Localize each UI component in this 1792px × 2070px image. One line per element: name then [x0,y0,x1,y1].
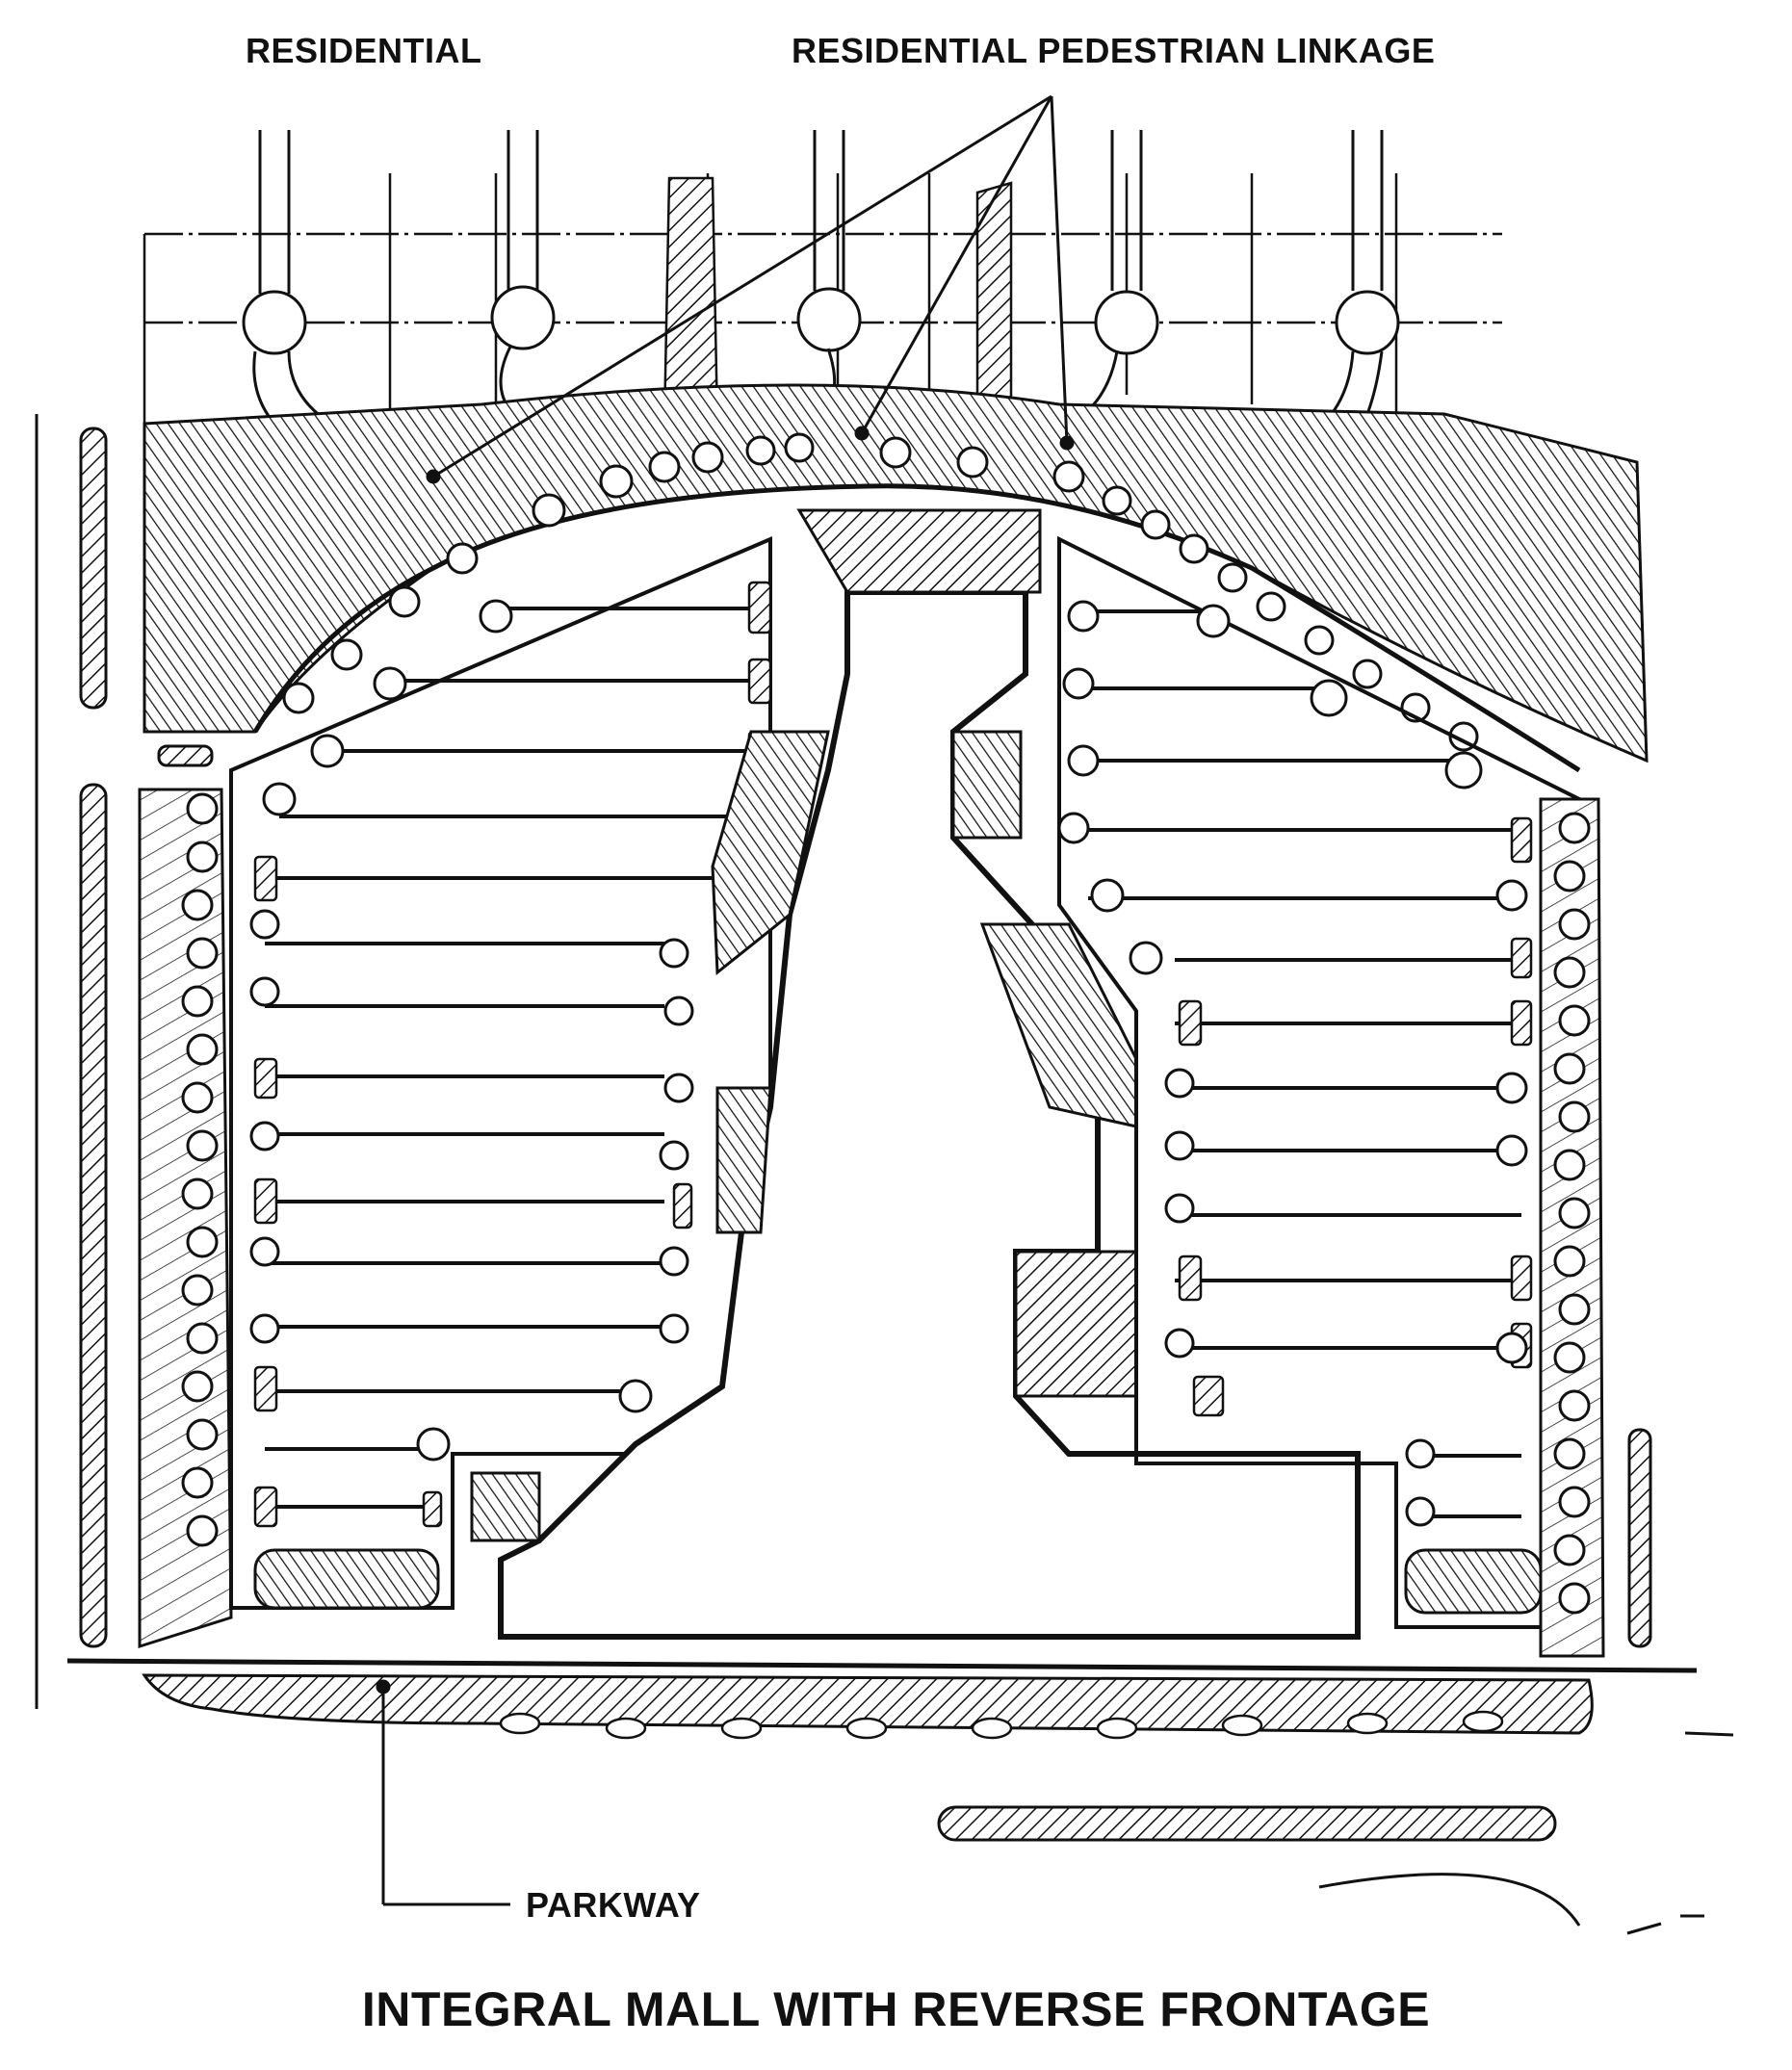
ring-road-trees [282,432,1479,752]
diagram-title: INTEGRAL MALL WITH REVERSE FRONTAGE [361,1982,1431,2036]
parkway-label: PARKWAY [526,1885,701,1925]
parkway-leader [376,1679,510,1906]
ring-road [252,483,1581,773]
west-parking-lot [229,535,772,1610]
west-edge-strips [35,414,214,1709]
parkway-band [66,1658,1734,1935]
mall-building [498,589,1361,1640]
pedestrian-linkage-strips [662,176,1013,426]
west-trees [181,792,219,1547]
east-trees [1553,812,1591,1615]
pedestrian-linkage-label: RESIDENTIAL PEDESTRIAN LINKAGE [792,31,1436,70]
pedestrian-linkage-leaders [426,94,1075,484]
east-edge-strip [1627,1428,1652,1648]
residential-label: RESIDENTIAL [246,31,482,70]
mall-landscape-pockets [470,508,1138,1542]
west-landscape-buffer [138,788,233,1649]
east-parking-lot [1057,535,1581,1629]
